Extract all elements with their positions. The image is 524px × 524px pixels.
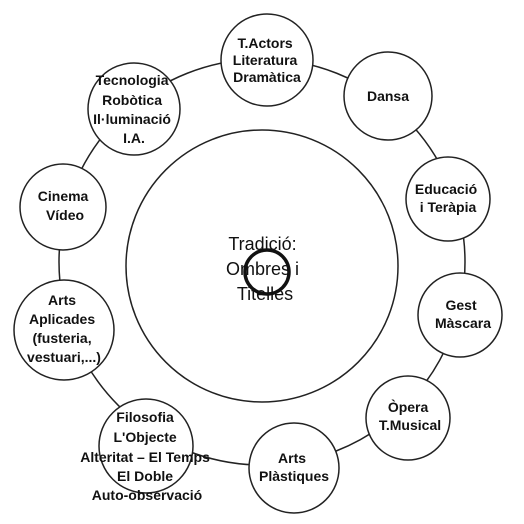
- node-educacio: Educació i Teràpia: [405, 156, 491, 242]
- center-circle: [125, 129, 399, 403]
- node-label-line: vestuari,...): [27, 349, 101, 365]
- node-label: Cinema Vídeo: [38, 188, 92, 223]
- node-circle: [220, 13, 314, 107]
- node-label-line: Plàstiques: [259, 468, 329, 484]
- node-label-line: Dramàtica: [233, 69, 301, 85]
- node-circle: [343, 51, 433, 141]
- node-label-line: L'Objecte: [113, 429, 176, 445]
- node-label-line: (fusteria,: [32, 330, 91, 346]
- center-label-line: Titelles: [237, 284, 293, 304]
- node-label-line: Alteritat – El Temps: [80, 449, 210, 465]
- node-label: Dansa: [367, 88, 409, 104]
- node-label-line: Màscara: [435, 315, 491, 331]
- node-circle: [98, 398, 194, 494]
- node-label-line: Arts: [48, 292, 76, 308]
- node-label-line: T.Musical: [379, 417, 441, 433]
- node-circle: [13, 279, 115, 381]
- node-label-line: i Teràpia: [420, 199, 477, 215]
- node-label-line: Tecnologia: [96, 72, 169, 88]
- center-label-line: Ombres i: [226, 259, 299, 279]
- node-label-line: Educació: [415, 181, 477, 197]
- node-arts-plastiques: Arts Plàstiques: [248, 422, 340, 514]
- node-circle: [417, 272, 503, 358]
- node-circle: [405, 156, 491, 242]
- node-gest: Gest Màscara: [417, 272, 503, 358]
- node-label-line: Il·luminació: [93, 111, 171, 127]
- node-label-line: Dansa: [367, 88, 409, 104]
- node-label-line: Gest: [445, 297, 476, 313]
- node-label: Arts Aplicades (fusteria, vestuari,...): [27, 292, 101, 365]
- node-label-line: Vídeo: [46, 207, 84, 223]
- node-dansa: Dansa: [343, 51, 433, 141]
- center-label: Tradició: Ombres i Titelles: [226, 234, 304, 304]
- node-label: Arts Plàstiques: [259, 450, 329, 484]
- node-tecnologia: Tecnologia Robòtica Il·luminació I.A.: [87, 62, 181, 156]
- center-label-line: Tradició:: [228, 234, 296, 254]
- node-label-line: I.A.: [123, 130, 145, 146]
- node-label-line: Òpera: [388, 398, 429, 415]
- node-circle: [248, 422, 340, 514]
- node-label-line: Arts: [278, 450, 306, 466]
- node-label: Educació i Teràpia: [415, 181, 481, 215]
- node-label: T.Actors Literatura Dramàtica: [233, 35, 301, 85]
- node-label-line: T.Actors: [237, 35, 292, 51]
- center-small-ring: [243, 248, 291, 296]
- node-filosofia: Filosofia L'Objecte Alteritat – El Temps…: [80, 398, 214, 503]
- node-arts-aplicades: Arts Aplicades (fusteria, vestuari,...): [13, 279, 115, 381]
- node-label-line: Cinema: [38, 188, 89, 204]
- node-label-line: Robòtica: [102, 92, 162, 108]
- node-cinema: Cinema Vídeo: [19, 163, 107, 251]
- node-opera: Òpera T.Musical: [365, 375, 451, 461]
- node-label-line: Filosofia: [116, 409, 174, 425]
- node-circle: [19, 163, 107, 251]
- node-circle: [87, 62, 181, 156]
- node-label: Tecnologia Robòtica Il·luminació I.A.: [93, 72, 175, 146]
- node-label: Òpera T.Musical: [379, 398, 441, 433]
- node-label-line: Aplicades: [29, 311, 95, 327]
- node-label-line: Literatura: [233, 52, 298, 68]
- node-label-line: El Doble: [117, 468, 173, 484]
- node-circle: [365, 375, 451, 461]
- node-label-line: Auto-observació: [92, 487, 202, 503]
- node-label: Gest Màscara: [435, 297, 491, 331]
- node-label: Filosofia L'Objecte Alteritat – El Temps…: [80, 409, 214, 503]
- node-teatre: T.Actors Literatura Dramàtica: [220, 13, 314, 107]
